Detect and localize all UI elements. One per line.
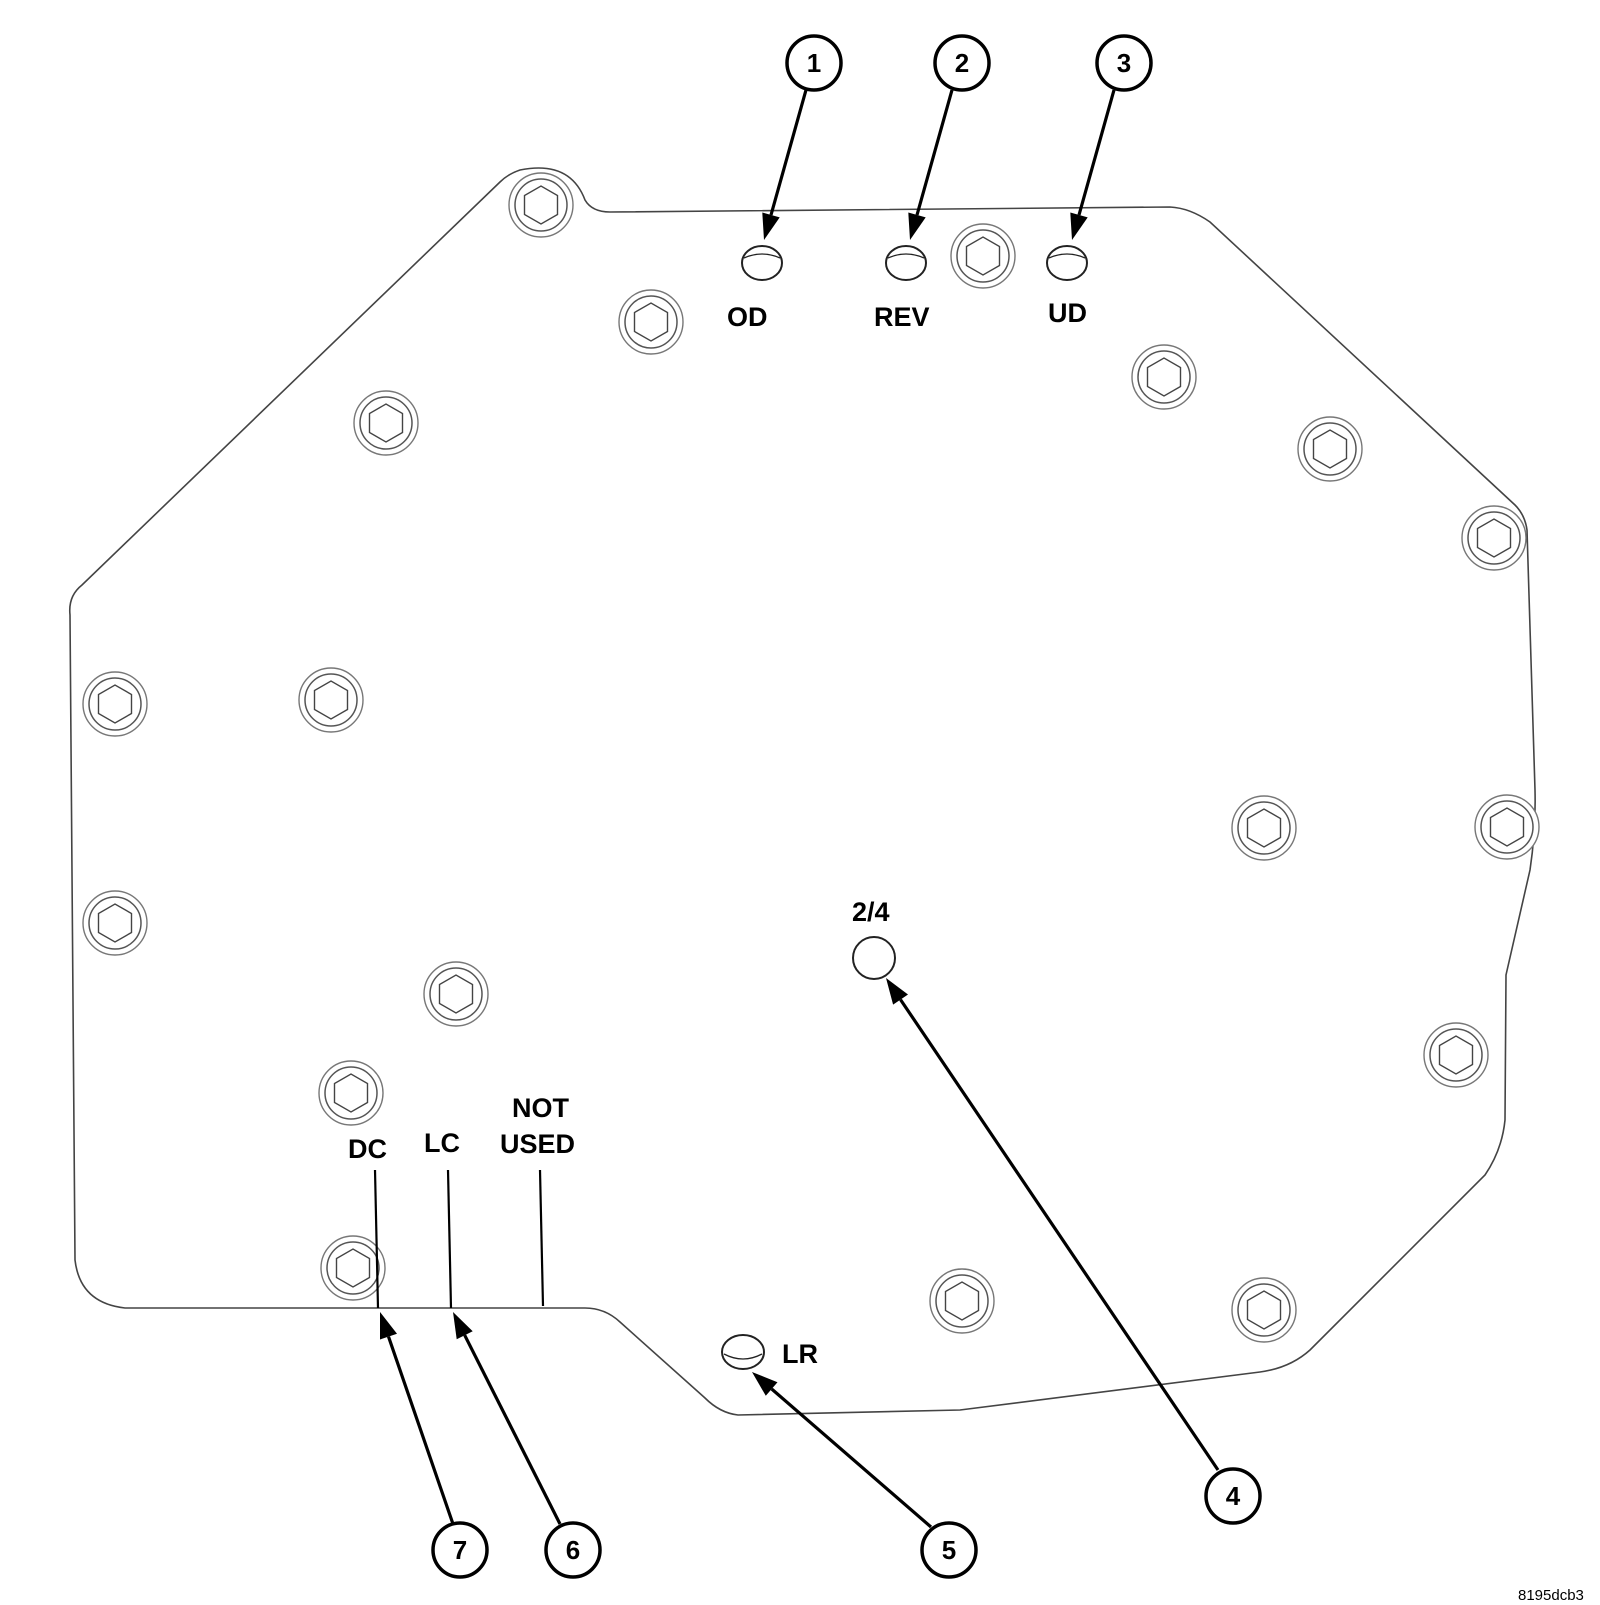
bolt-group (82, 172, 1540, 1343)
svg-text:2: 2 (955, 48, 969, 78)
port-label-rev: REV (874, 302, 930, 332)
port-label-ud: UD (1048, 298, 1087, 328)
port-label-not-used-line2: USED (500, 1129, 575, 1159)
not-used-indicator-line (538, 1169, 545, 1307)
port-lr-hole (721, 1334, 765, 1370)
lc-indicator-line (446, 1169, 453, 1309)
bolt-8 (298, 667, 364, 733)
plate-outline (68, 167, 1536, 1416)
port-label-od: OD (727, 302, 768, 332)
port-rev-hole (885, 245, 927, 281)
bolt-4 (1131, 344, 1197, 410)
bolt-17 (929, 1268, 995, 1334)
svg-text:7: 7 (453, 1535, 467, 1565)
bolt-15 (1423, 1022, 1489, 1088)
bolt-7 (353, 390, 419, 456)
callout-7: 7 (431, 1521, 489, 1579)
callout-2: 2 (933, 34, 991, 92)
bolt-5 (1297, 416, 1363, 482)
leader-7 (380, 1312, 455, 1525)
leader-4 (886, 978, 1220, 1471)
reference-code: 8195dcb3 (1518, 1587, 1584, 1604)
leader-3 (1070, 89, 1116, 240)
bolt-10 (82, 890, 148, 956)
svg-text:3: 3 (1117, 48, 1131, 78)
dc-indicator-line (373, 1169, 380, 1309)
callout-1: 1 (785, 34, 843, 92)
leader-2 (908, 89, 954, 240)
leader-6 (453, 1312, 562, 1525)
bolt-6 (1461, 505, 1527, 571)
callout-6: 6 (544, 1521, 602, 1579)
bolt-12 (318, 1060, 384, 1126)
svg-text:5: 5 (942, 1535, 956, 1565)
port-ud-hole (1046, 245, 1088, 281)
port-label-two-four: 2/4 (852, 897, 890, 927)
port-label-lr: LR (782, 1339, 818, 1369)
bolt-18 (1231, 1277, 1297, 1343)
bolt-1 (508, 172, 574, 238)
port-two-four-hole (852, 936, 896, 980)
leader-lines (380, 89, 1220, 1529)
svg-text:1: 1 (807, 48, 821, 78)
callout-3: 3 (1095, 34, 1153, 92)
svg-text:4: 4 (1226, 1481, 1241, 1511)
callout-4: 4 (1204, 1467, 1262, 1525)
bolt-14 (1474, 794, 1540, 860)
leader-1 (762, 89, 808, 240)
bolt-3 (950, 223, 1016, 289)
svg-text:6: 6 (566, 1535, 580, 1565)
port-od-hole (741, 245, 783, 281)
port-label-dc: DC (348, 1134, 387, 1164)
leader-5 (752, 1372, 933, 1529)
port-label-not-used-line1: NOT (512, 1093, 570, 1123)
bolt-9 (82, 671, 148, 737)
callout-5: 5 (920, 1521, 978, 1579)
bolt-2 (618, 289, 684, 355)
bolt-16 (320, 1235, 386, 1301)
bolt-13 (1231, 795, 1297, 861)
bolt-11 (423, 961, 489, 1027)
port-label-lc: LC (424, 1128, 460, 1158)
